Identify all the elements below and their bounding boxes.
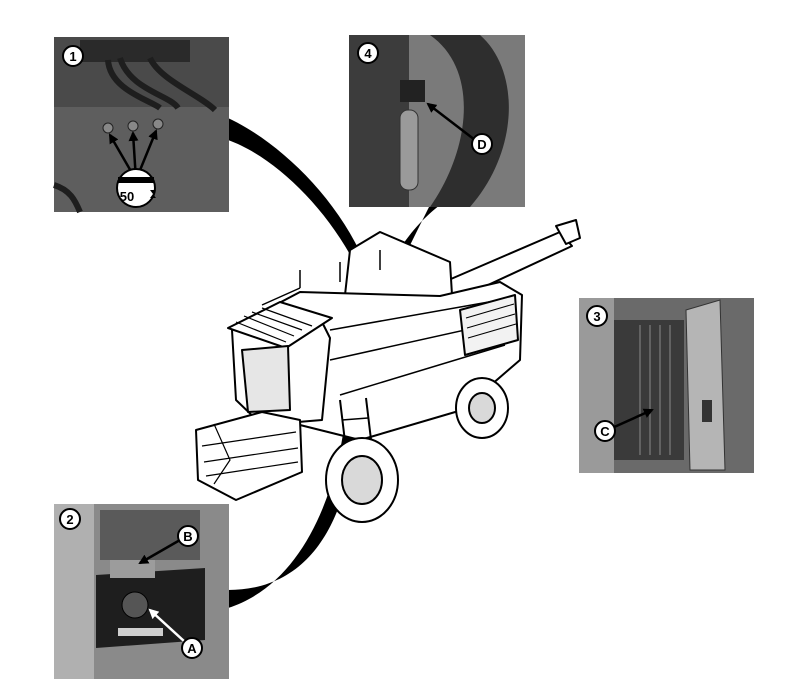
cab-roof	[227, 301, 333, 349]
cab-windshield	[241, 345, 291, 413]
panel-number-1: 1	[69, 49, 76, 64]
leader-panel-1	[228, 118, 360, 258]
combine-harvester-illustration	[195, 219, 581, 523]
callout-a: A	[187, 641, 197, 656]
panel-number-2: 2	[66, 512, 73, 527]
grease-interval-value: 50	[120, 189, 134, 204]
panel-number-4: 4	[364, 46, 372, 61]
callout-c: C	[600, 424, 610, 439]
photo-panel-2: 2 B A	[54, 504, 229, 679]
leader-panel-2	[228, 420, 356, 608]
grease-interval-badge: 50	[116, 168, 156, 208]
photo-panel-3: 3 C	[579, 298, 754, 473]
panel-number-3: 3	[593, 309, 600, 324]
header-feeder	[195, 411, 303, 501]
callout-b: B	[183, 529, 192, 544]
photo-panel-1: 50 1	[52, 37, 229, 214]
photo-panel-4: 4 D	[349, 35, 525, 207]
callout-d: D	[477, 137, 486, 152]
